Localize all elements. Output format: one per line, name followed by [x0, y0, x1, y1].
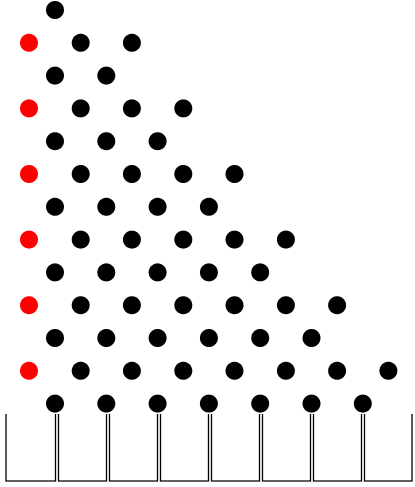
bin — [108, 414, 159, 482]
peg — [71, 33, 90, 52]
peg — [46, 394, 64, 413]
red-marker — [20, 165, 38, 183]
peg — [148, 329, 167, 347]
red-marker — [20, 230, 38, 249]
peg — [71, 361, 90, 380]
peg — [302, 329, 321, 347]
peg — [251, 394, 270, 413]
bin — [57, 414, 108, 482]
peg — [174, 296, 193, 315]
bin — [210, 414, 261, 482]
peg — [276, 296, 295, 315]
peg — [46, 197, 64, 216]
peg — [174, 230, 193, 249]
peg — [199, 197, 218, 216]
peg — [122, 296, 141, 315]
peg — [46, 329, 64, 347]
peg-grid — [46, 1, 398, 413]
peg — [97, 394, 116, 413]
peg — [148, 394, 167, 413]
peg — [122, 99, 141, 118]
peg — [97, 132, 116, 151]
peg — [97, 329, 116, 347]
peg — [353, 394, 372, 413]
peg — [71, 230, 90, 249]
peg — [71, 296, 90, 315]
peg — [174, 361, 193, 380]
red-marker — [20, 296, 38, 315]
peg — [148, 132, 167, 151]
peg — [97, 197, 116, 216]
peg — [97, 263, 116, 282]
peg — [46, 132, 64, 151]
peg — [199, 329, 218, 347]
peg — [122, 230, 141, 249]
bin — [159, 414, 210, 482]
peg — [46, 263, 64, 282]
bin — [363, 414, 413, 482]
peg — [46, 1, 64, 19]
peg — [71, 99, 90, 118]
peg — [174, 165, 193, 183]
peg — [328, 296, 347, 315]
peg — [302, 394, 321, 413]
peg — [122, 165, 141, 183]
bin — [5, 414, 57, 482]
peg — [276, 361, 295, 380]
bin — [312, 414, 363, 482]
bin-dividers — [5, 414, 413, 482]
red-markers — [20, 33, 38, 380]
peg — [328, 361, 347, 380]
peg — [199, 263, 218, 282]
peg — [122, 361, 141, 380]
peg — [225, 296, 244, 315]
peg — [276, 230, 295, 249]
peg — [199, 394, 218, 413]
peg — [97, 66, 116, 85]
peg — [71, 165, 90, 183]
peg — [225, 165, 244, 183]
peg — [148, 197, 167, 216]
red-marker — [20, 99, 38, 118]
peg — [251, 329, 270, 347]
peg — [251, 263, 270, 282]
bin — [261, 414, 312, 482]
peg — [46, 66, 64, 85]
red-marker — [20, 361, 38, 380]
peg — [122, 33, 141, 52]
peg — [225, 361, 244, 380]
peg — [225, 230, 244, 249]
peg — [379, 361, 398, 380]
peg — [148, 263, 167, 282]
peg — [174, 99, 193, 118]
red-marker — [20, 33, 38, 52]
